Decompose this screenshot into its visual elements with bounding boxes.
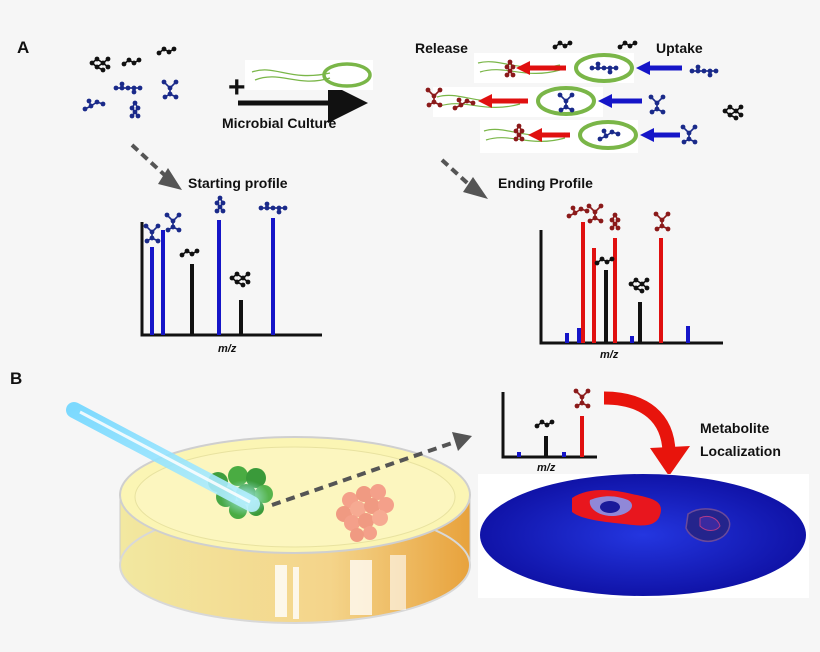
molecule-icon xyxy=(89,56,111,73)
molecule-icon xyxy=(586,203,604,224)
molecule-icon xyxy=(552,40,573,50)
molecule-icon xyxy=(513,123,525,142)
petri-dish-icon xyxy=(119,436,471,624)
molecule-icon xyxy=(179,248,200,258)
dashed-arrow-left xyxy=(130,143,172,182)
bacterium-icon xyxy=(245,60,373,90)
panel-a-label: A xyxy=(17,38,29,57)
molecule-icon xyxy=(161,79,179,100)
localization-label-line2: Localization xyxy=(700,443,781,459)
ending-spectrum: m/z xyxy=(539,203,723,361)
ending-xlabel: m/z xyxy=(600,349,619,361)
molecule-icon xyxy=(129,100,141,119)
starting-profile-title: Starting profile xyxy=(188,175,288,191)
molecule-icon xyxy=(589,61,619,75)
uptake-label: Uptake xyxy=(656,40,703,56)
release-uptake-rows xyxy=(425,40,744,153)
ims-heatmap-icon xyxy=(478,474,809,598)
molecule-icon xyxy=(594,256,615,266)
bacterium-row xyxy=(480,120,680,153)
localization-spectrum: m/z xyxy=(501,388,597,474)
molecule-icon xyxy=(156,46,177,56)
molecule-icon xyxy=(229,271,251,288)
plus-sign: + xyxy=(228,71,246,104)
microbial-culture-arrow: + Microbial Culture xyxy=(222,60,373,131)
molecule-icon xyxy=(534,419,555,429)
molecule-icon xyxy=(557,92,575,113)
molecule-icon xyxy=(689,64,719,78)
ending-profile-title: Ending Profile xyxy=(498,175,593,191)
molecule-icon xyxy=(628,277,650,294)
molecule-icon xyxy=(164,212,182,233)
laser-probe-icon xyxy=(66,402,269,516)
curved-red-arrow xyxy=(603,391,690,476)
molecule-icon xyxy=(113,81,143,95)
localization-label-line1: Metabolite xyxy=(700,420,769,436)
molecule-cluster xyxy=(82,46,179,119)
molecule-icon xyxy=(653,211,671,232)
molecule-icon xyxy=(504,59,516,78)
molecule-icon xyxy=(121,57,142,67)
molecule-icon xyxy=(566,205,590,219)
molecule-icon xyxy=(722,104,744,121)
dashed-arrow-right xyxy=(440,158,477,192)
molecule-icon xyxy=(258,201,288,215)
molecule-icon xyxy=(648,94,666,115)
molecule-icon xyxy=(214,195,226,214)
starting-xlabel: m/z xyxy=(218,343,237,355)
microbial-culture-label: Microbial Culture xyxy=(222,115,337,131)
dashed-arrow-b xyxy=(271,440,456,507)
release-label: Release xyxy=(415,40,468,56)
molecule-icon xyxy=(425,87,443,108)
molecule-icon xyxy=(609,212,621,231)
pink-colony xyxy=(336,484,394,542)
panel-b-label: B xyxy=(10,369,22,388)
molecule-icon xyxy=(680,124,698,145)
localization-xlabel: m/z xyxy=(537,462,556,474)
molecule-icon xyxy=(597,128,621,142)
molecule-icon xyxy=(452,97,476,111)
molecule-icon xyxy=(143,223,161,244)
molecule-icon xyxy=(82,98,106,112)
molecule-icon xyxy=(573,388,591,409)
molecule-icon xyxy=(617,40,638,50)
starting-spectrum: m/z xyxy=(140,195,322,355)
